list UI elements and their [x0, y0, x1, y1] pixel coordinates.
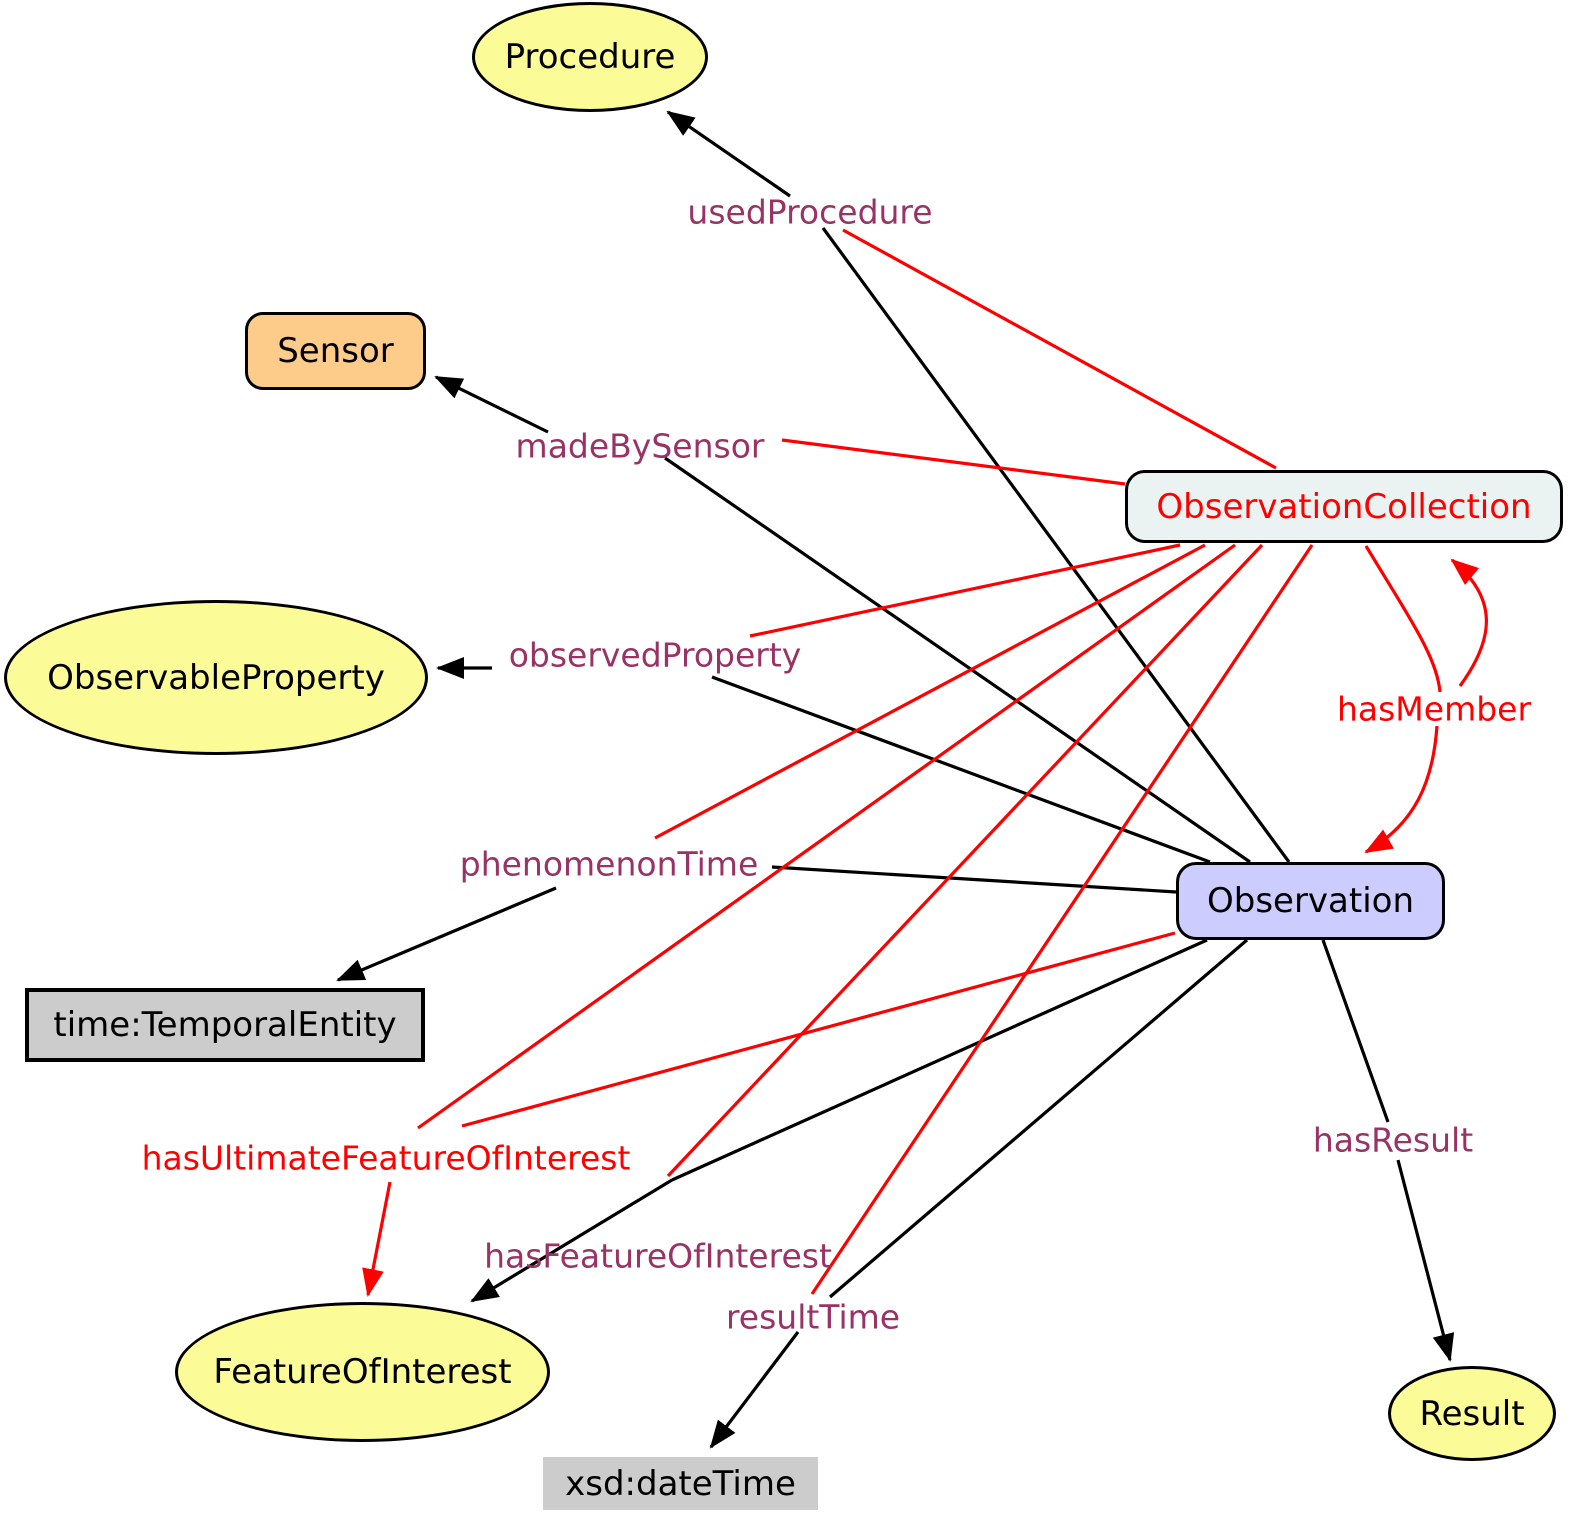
edge-label-phenomenon-time: phenomenonTime	[459, 844, 759, 884]
node-feature-of-interest: FeatureOfInterest	[175, 1302, 550, 1442]
node-observable-property: ObservableProperty	[4, 600, 428, 755]
edge-label-has-member: hasMember	[1336, 689, 1532, 729]
edge-label-result-time: resultTime	[725, 1297, 901, 1337]
edge-label-has-feature-of-interest: hasFeatureOfInterest	[484, 1236, 832, 1276]
node-observation: Observation	[1176, 862, 1445, 940]
node-procedure: Procedure	[472, 2, 708, 112]
edge-label-observed-property: observedProperty	[508, 635, 802, 675]
node-observable-property-label: ObservableProperty	[47, 657, 385, 698]
node-feature-of-interest-label: FeatureOfInterest	[213, 1352, 512, 1392]
has-ultimate-foi-arrow	[362, 1181, 392, 1297]
node-xsd-datetime: xsd:dateTime	[543, 1457, 818, 1510]
target-arrows	[336, 110, 1455, 1449]
edge-label-made-by-sensor: madeBySensor	[515, 426, 765, 466]
observation-edges	[664, 227, 1390, 1299]
collection-edges	[417, 228, 1314, 1295]
node-observation-label: Observation	[1206, 881, 1415, 921]
node-procedure-label: Procedure	[504, 37, 676, 77]
node-observation-collection: ObservationCollection	[1125, 470, 1563, 543]
edge-label-has-result: hasResult	[1312, 1120, 1474, 1160]
node-temporal-entity-label: time:TemporalEntity	[53, 1005, 397, 1045]
node-observation-collection-label: ObservationCollection	[1156, 486, 1532, 527]
edge-label-has-ultimate-feature-of-interest: hasUltimateFeatureOfInterest	[141, 1138, 631, 1178]
node-temporal-entity: time:TemporalEntity	[25, 988, 425, 1062]
has-member-curves	[1364, 545, 1488, 854]
node-xsd-datetime-label: xsd:dateTime	[565, 1463, 796, 1504]
node-sensor: Sensor	[245, 312, 426, 390]
node-result-label: Result	[1419, 1393, 1525, 1434]
edge-label-used-procedure: usedProcedure	[687, 192, 933, 232]
node-sensor-label: Sensor	[277, 331, 394, 371]
node-result: Result	[1388, 1366, 1556, 1461]
